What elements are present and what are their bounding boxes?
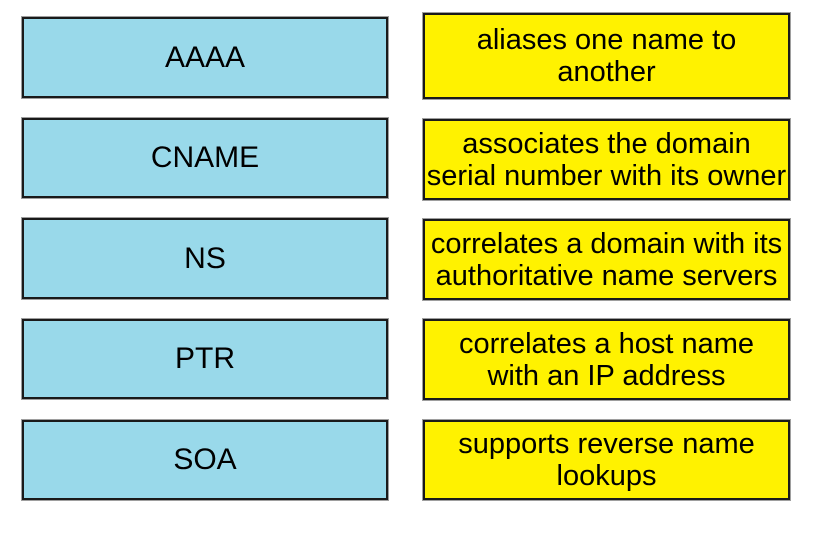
term-box-ns[interactable]: NS (21, 217, 389, 300)
definition-line: lookups (556, 460, 657, 492)
definition-line: with an IP address (487, 359, 726, 392)
term-label: AAAA (164, 40, 246, 74)
definition-box-3[interactable]: correlates a domain with its authoritati… (422, 218, 791, 301)
definition-box-4[interactable]: correlates a host name with an IP addres… (422, 318, 791, 401)
definition-line: serial number with its owner (426, 159, 787, 192)
definition-line: another (557, 56, 656, 88)
definition-line: correlates a domain with its (430, 227, 783, 260)
term-box-ptr[interactable]: PTR (21, 318, 389, 400)
definition-box-2[interactable]: associates the domain serial number with… (422, 118, 791, 201)
term-label: NS (184, 241, 226, 275)
term-label: CNAME (150, 141, 260, 174)
term-label: SOA (173, 443, 237, 476)
term-box-aaaa[interactable]: AAAA (21, 16, 389, 99)
definition-line: associates the domain (462, 127, 751, 160)
definition-line: correlates a host name (459, 327, 754, 360)
definition-line: supports reverse name (458, 428, 755, 460)
term-box-cname[interactable]: CNAME (21, 117, 389, 199)
term-label: PTR (175, 342, 235, 375)
term-box-soa[interactable]: SOA (21, 419, 389, 501)
definition-line: aliases one name to (476, 24, 737, 56)
definition-box-5[interactable]: supports reverse name lookups (422, 419, 791, 501)
definition-box-1[interactable]: aliases one name to another (422, 12, 791, 100)
definition-line: authoritative name servers (435, 259, 778, 292)
